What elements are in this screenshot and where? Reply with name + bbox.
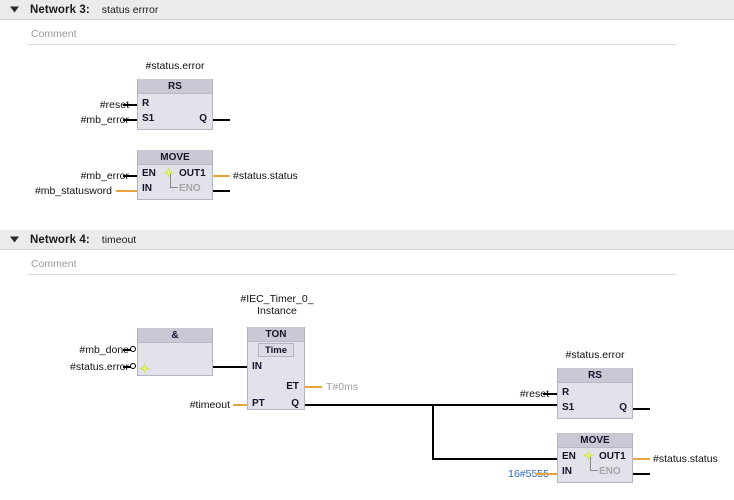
rs1-pin-r[interactable]: R bbox=[142, 98, 150, 109]
network-4-comment-field[interactable]: Comment bbox=[28, 253, 676, 275]
rs1-input-s1-operand[interactable]: #mb_error bbox=[80, 114, 129, 126]
move2-pin-en[interactable]: EN bbox=[562, 451, 576, 462]
move2-block[interactable]: MOVE EN IN OUT1 ENO bbox=[557, 433, 633, 483]
and1-block[interactable]: & bbox=[137, 328, 213, 376]
move2-pin-eno[interactable]: ENO bbox=[599, 466, 621, 477]
network-3-comment-text: Comment bbox=[31, 27, 77, 40]
ton1-block[interactable]: TON Time IN PT ET Q bbox=[247, 327, 305, 410]
rs2-pin-s1[interactable]: S1 bbox=[562, 402, 575, 413]
ton1-instance-name-line2: Instance bbox=[257, 305, 297, 317]
rs2-block-title: RS bbox=[558, 368, 632, 383]
move2-output-out1-wire bbox=[633, 458, 650, 460]
move1-block[interactable]: MOVE EN IN OUT1 ENO bbox=[137, 150, 213, 200]
rs1-output-q-wire bbox=[213, 119, 230, 121]
move1-enable-sparkle-icon bbox=[163, 165, 174, 178]
rs1-pin-s1[interactable]: S1 bbox=[142, 113, 155, 124]
and1-input-2-wire bbox=[123, 366, 131, 368]
chevron-down-icon bbox=[9, 5, 19, 14]
rs2-instance-name: #status.error bbox=[565, 349, 625, 361]
move2-output-out1-operand[interactable]: #status.status bbox=[653, 453, 718, 465]
ton1-output-et-operand[interactable]: T#0ms bbox=[326, 381, 359, 393]
rs1-input-r-operand[interactable]: #reset bbox=[99, 99, 129, 111]
rs2-output-q-wire bbox=[633, 408, 650, 410]
move1-output-out1-wire bbox=[213, 175, 230, 177]
and1-output-to-ton1-in-wire bbox=[213, 366, 247, 368]
ton1-pin-q[interactable]: Q bbox=[291, 398, 299, 409]
move1-input-en-wire bbox=[123, 175, 137, 177]
move1-eno-bracket bbox=[170, 174, 178, 188]
network-4-comment-text: Comment bbox=[31, 257, 77, 270]
move1-pin-en[interactable]: EN bbox=[142, 168, 156, 179]
ton1-pin-pt[interactable]: PT bbox=[252, 398, 265, 409]
move2-block-title: MOVE bbox=[558, 433, 632, 448]
network-4-label: Network 4: bbox=[30, 233, 90, 246]
chevron-down-icon bbox=[9, 235, 19, 244]
and1-block-title: & bbox=[138, 328, 212, 343]
and1-powerflow-sparkle-icon bbox=[139, 361, 150, 374]
move1-pin-in[interactable]: IN bbox=[142, 183, 152, 194]
move1-input-en-operand[interactable]: #mb_error bbox=[80, 170, 129, 182]
ton1-q-branch-to-move2-en-wire bbox=[432, 458, 558, 460]
and1-input-1-wire bbox=[123, 349, 131, 351]
ton1-block-subtitle: Time bbox=[257, 343, 295, 357]
move2-input-in-operand[interactable]: 16#5555 bbox=[508, 468, 549, 480]
rs2-pin-q[interactable]: Q bbox=[619, 402, 627, 413]
and1-input-2-operand[interactable]: #status.error bbox=[70, 361, 129, 373]
move2-output-eno-wire bbox=[633, 473, 650, 475]
rs2-input-r-operand[interactable]: #reset bbox=[519, 388, 549, 400]
network-3-header[interactable]: Network 3: status errror bbox=[0, 0, 734, 20]
rs2-pin-r[interactable]: R bbox=[562, 387, 570, 398]
rs1-pin-q[interactable]: Q bbox=[199, 113, 207, 124]
ton1-pin-in[interactable]: IN bbox=[252, 361, 262, 372]
move1-output-eno-wire bbox=[213, 190, 230, 192]
rs1-block[interactable]: RS R S1 Q bbox=[137, 79, 213, 130]
network-4-title: timeout bbox=[101, 233, 137, 246]
rs1-instance-name: #status.error bbox=[145, 60, 205, 72]
network-4-header[interactable]: Network 4: timeout bbox=[0, 230, 734, 250]
and1-input-2-negation-bubble bbox=[130, 363, 136, 369]
ton1-block-title: TON bbox=[248, 327, 304, 342]
move1-output-out1-operand[interactable]: #status.status bbox=[233, 170, 298, 182]
network-3-collapse-toggle[interactable] bbox=[0, 0, 28, 20]
network-3-title: status errror bbox=[101, 3, 159, 16]
ton1-instance-name-line1: #IEC_Timer_0_ bbox=[240, 293, 314, 305]
ton1-input-pt-wire bbox=[233, 404, 247, 406]
move1-input-in-wire bbox=[116, 190, 137, 192]
move2-input-in-wire bbox=[536, 473, 557, 475]
ton1-output-et-wire bbox=[305, 386, 322, 388]
rs2-input-r-wire bbox=[543, 393, 557, 395]
move2-eno-bracket bbox=[590, 457, 598, 471]
network-3-comment-field[interactable]: Comment bbox=[28, 23, 676, 45]
ton1-input-pt-operand[interactable]: #timeout bbox=[189, 399, 230, 411]
and1-input-1-negation-bubble bbox=[130, 346, 136, 352]
move1-pin-out1[interactable]: OUT1 bbox=[179, 168, 206, 179]
rs1-block-title: RS bbox=[138, 79, 212, 94]
and1-input-1-operand[interactable]: #mb_done bbox=[79, 344, 129, 356]
ton1-output-q-wire bbox=[305, 404, 558, 406]
ton1-q-branch-vertical-wire bbox=[432, 404, 434, 460]
rs2-block[interactable]: RS R S1 Q bbox=[557, 368, 633, 419]
move1-block-title: MOVE bbox=[138, 150, 212, 165]
rs1-input-s1-wire bbox=[123, 119, 137, 121]
ton1-pin-et[interactable]: ET bbox=[286, 381, 299, 392]
rs1-input-r-wire bbox=[123, 104, 137, 106]
network-3-label: Network 3: bbox=[30, 3, 90, 16]
move1-input-in-operand[interactable]: #mb_statusword bbox=[34, 185, 112, 197]
move2-pin-in[interactable]: IN bbox=[562, 466, 572, 477]
network-4-collapse-toggle[interactable] bbox=[0, 230, 28, 250]
move1-pin-eno[interactable]: ENO bbox=[179, 183, 201, 194]
move2-pin-out1[interactable]: OUT1 bbox=[599, 451, 626, 462]
move2-enable-sparkle-icon bbox=[583, 448, 594, 461]
